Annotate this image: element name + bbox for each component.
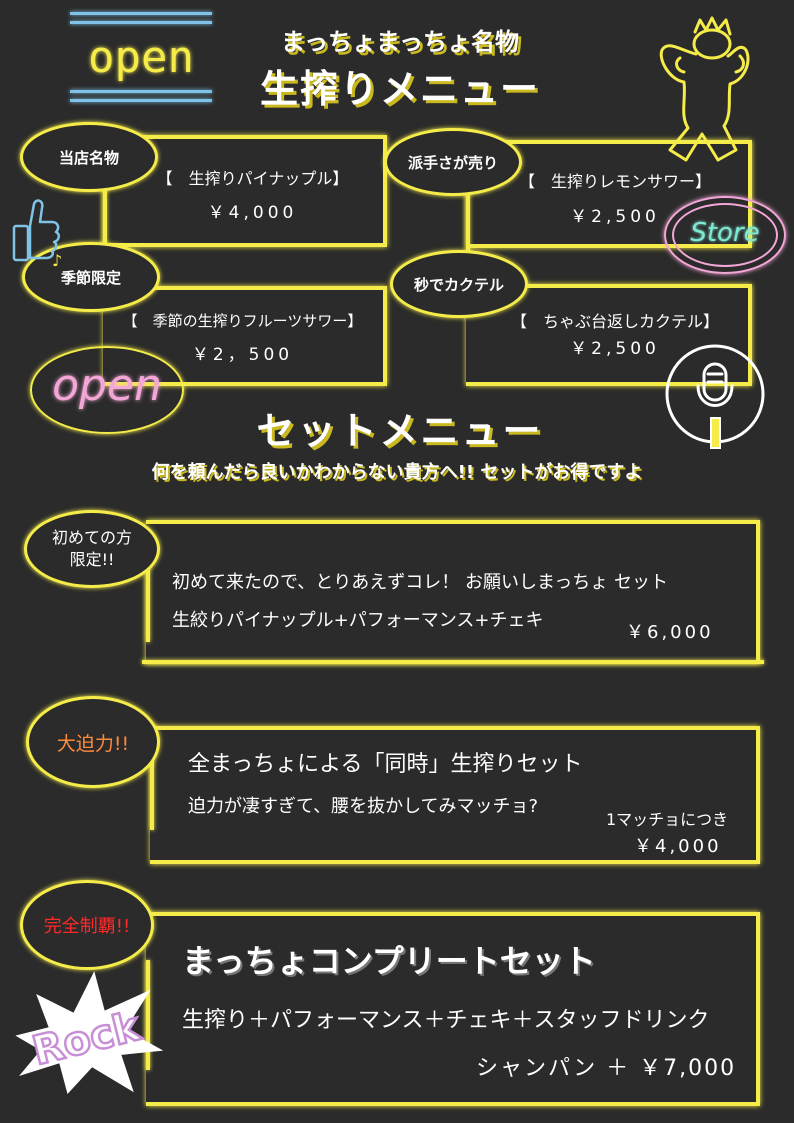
- set-price-2: ￥4,000: [634, 836, 722, 857]
- microphone-icon: [665, 344, 765, 449]
- menu-frame-2: [466, 140, 752, 248]
- set-badge-2: 大迫力!!: [26, 696, 160, 788]
- set-desc-1: 生絞りパイナップル+パフォーマンス+チェキ: [172, 610, 544, 631]
- menu-badge-1: 当店名物: [20, 122, 158, 192]
- set-price-note-2: 1マッチョにつき: [606, 810, 729, 829]
- menu-frame-1: [103, 135, 387, 247]
- menu-frame-3: [103, 286, 387, 386]
- menu-price-1: ￥4,000: [207, 203, 298, 223]
- menu-item-3: 【 季節の生搾りフルーツサワー】: [122, 312, 363, 330]
- open-sign-text: open: [88, 32, 194, 83]
- set-desc-3: 生搾り＋パフォーマンス＋チェキ＋スタッフドリンク: [182, 1008, 710, 1033]
- set-frame-1: [146, 520, 760, 664]
- svg-text:♪: ♪: [52, 251, 62, 268]
- store-sign-text: Store: [690, 218, 760, 248]
- menu-badge-2: 派手さが売り: [384, 128, 522, 196]
- set-name-3: まっちょコンプリートセット: [182, 942, 596, 980]
- set-name-2: 全まっちょによる「同時」生搾りセット: [188, 752, 583, 777]
- menu-badge-3: 季節限定: [22, 242, 160, 312]
- set-badge-3: 完全制覇!!: [20, 880, 154, 970]
- set-badge-1: 初めての方 限定!!: [24, 510, 160, 588]
- set-price-1: ￥6,000: [626, 622, 714, 643]
- menu-frame-4: [466, 284, 752, 386]
- open-pink-sign: open: [30, 346, 184, 434]
- set-menu-tagline: 何を頼んだら良いかわからない貴方へ!! セットがお得ですよ: [151, 462, 643, 483]
- menu-price-4: ￥2,500: [570, 339, 660, 359]
- thumbs-up-icon: ♪: [12, 199, 62, 268]
- menu-price-3: ￥2，500: [191, 345, 294, 365]
- set-name-1: 初めて来たので、とりあえずコレ！ お願いしまっちょ セット: [172, 572, 669, 593]
- open-pink-text: open: [52, 360, 162, 411]
- store-sign: Store: [664, 196, 786, 274]
- menu-price-2: ￥2,500: [570, 207, 660, 227]
- menu-badge-4: 秒でカクテル: [390, 250, 528, 318]
- set-price-3: シャンパン ＋ ￥7,000: [476, 1056, 737, 1081]
- set-menu-title: セットメニュー: [256, 409, 544, 453]
- menu-item-4: 【 ちゃぶ台返しカクテル】: [510, 312, 719, 331]
- set-frame-2: [150, 726, 760, 864]
- menu-item-2: 【 生搾りレモンサワー】: [518, 172, 711, 191]
- header-subtitle: まっちょまっちょ名物: [280, 28, 520, 56]
- page-title: 生搾りメニュー: [259, 67, 540, 111]
- set-desc-2: 迫力が凄すぎて、腰を抜かしてみマッチョ?: [188, 796, 539, 817]
- neon-open-sign: open: [70, 12, 212, 102]
- menu-item-1: 【 生搾りパイナップル】: [156, 169, 349, 188]
- rock-burst-icon: Rock: [15, 971, 164, 1095]
- set-frame-3: [146, 912, 760, 1106]
- muscle-man-icon: [659, 16, 750, 162]
